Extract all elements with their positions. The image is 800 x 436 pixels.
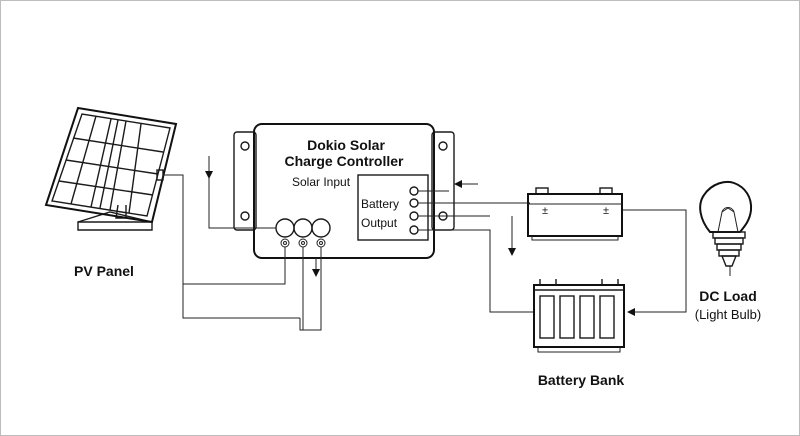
controller-title-1: Dokio Solar xyxy=(307,137,385,153)
battery-bank-label: Battery Bank xyxy=(538,372,625,388)
wiring xyxy=(163,156,731,331)
solar-panel-icon xyxy=(44,106,178,231)
battery-icon: ± ± xyxy=(527,187,623,241)
light-bulb-label: (Light Bulb) xyxy=(695,307,761,322)
output-label: Output xyxy=(361,216,398,230)
solar-input-label: Solar Input xyxy=(292,175,351,189)
pv-panel-label: PV Panel xyxy=(74,263,134,279)
battery-label: Battery xyxy=(361,197,399,211)
svg-text:±: ± xyxy=(603,205,609,217)
dc-load-label: DC Load xyxy=(699,288,757,304)
controller-title-2: Charge Controller xyxy=(284,153,404,169)
battery-bank-icon xyxy=(533,279,625,353)
svg-text:±: ± xyxy=(542,205,548,217)
light-bulb-icon xyxy=(699,180,753,267)
